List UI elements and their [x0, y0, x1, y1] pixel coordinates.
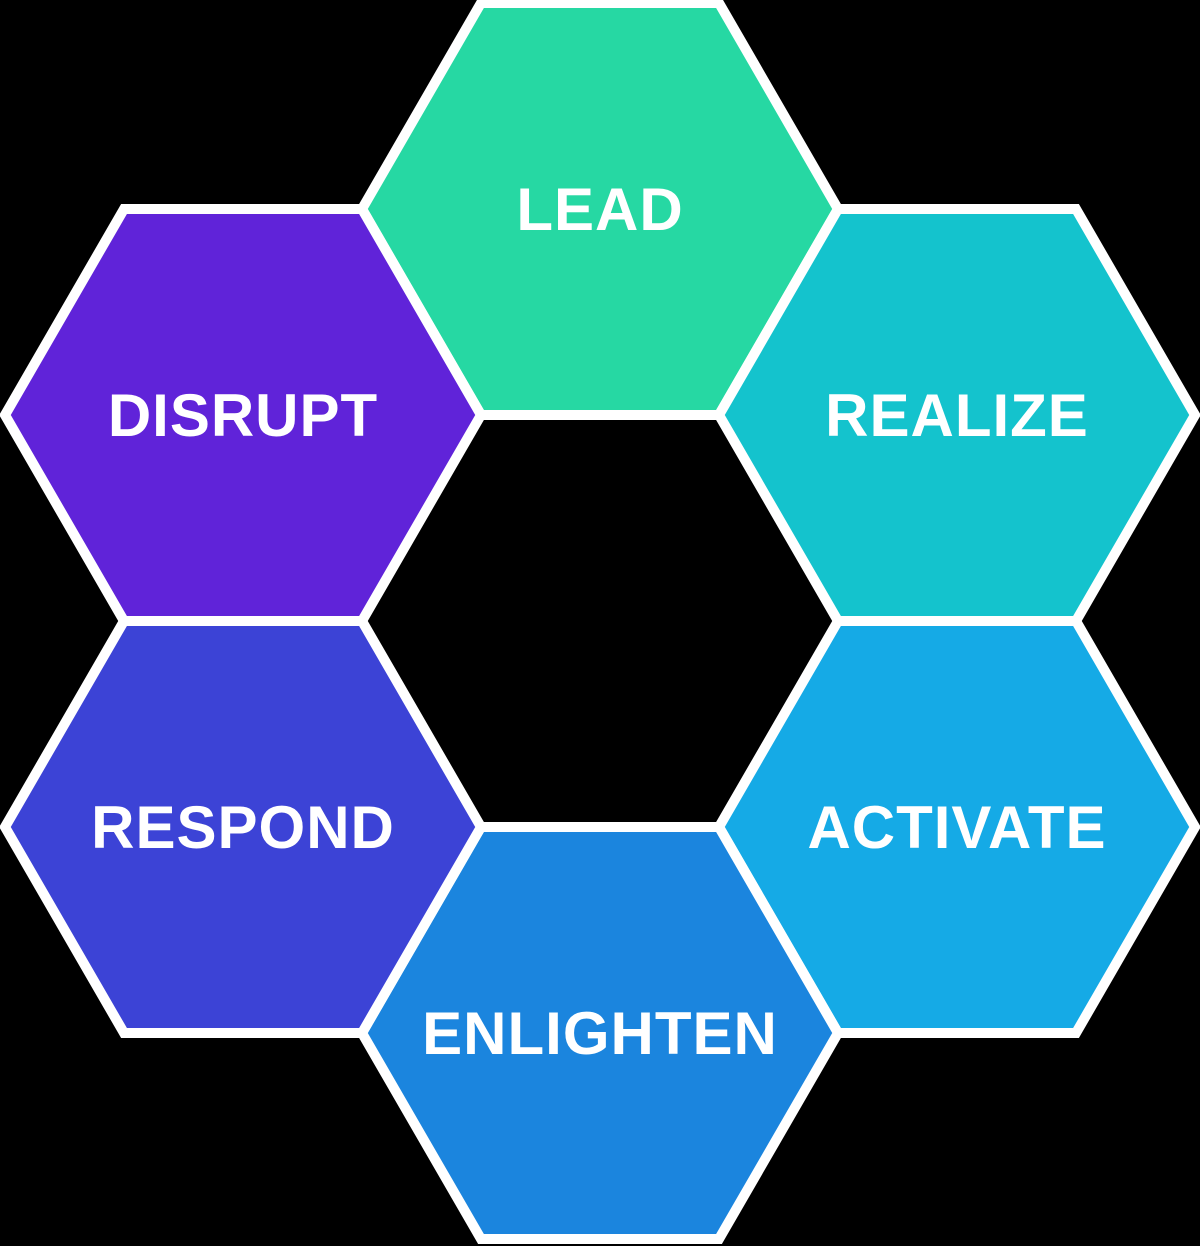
enlighten-hexagon-label: ENLIGHTEN [422, 1000, 778, 1067]
respond-hexagon-label: RESPOND [91, 794, 395, 861]
activate-hexagon-label: ACTIVATE [807, 794, 1106, 861]
lead-hexagon-label: LEAD [516, 176, 683, 243]
hexagon-disrupt: DISRUPT [0, 204, 487, 626]
disrupt-hexagon-shape [0, 204, 487, 626]
hexagon-enlighten: ENLIGHTEN [356, 822, 844, 1244]
realize-hexagon-label: REALIZE [825, 382, 1089, 449]
hexagon-realize: REALIZE [713, 204, 1200, 626]
disrupt-hexagon-label: DISRUPT [108, 382, 378, 449]
